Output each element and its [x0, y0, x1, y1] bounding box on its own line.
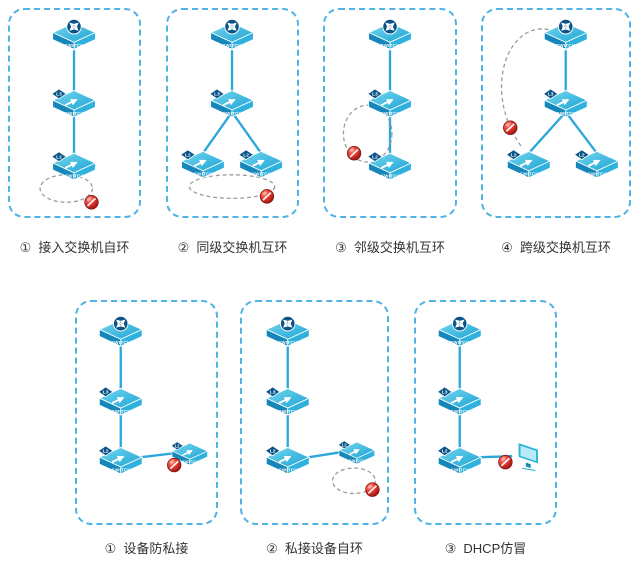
topology-dhcp-spoofing	[416, 302, 539, 523]
loop-dashed-ellipse	[188, 174, 276, 199]
caption-cross-level-loop: ④ 跨级交换机互环	[481, 237, 631, 255]
panel-same-level-loop	[166, 8, 299, 218]
caption-text: 接入交换机自环	[38, 240, 130, 255]
ies-switch-icon	[211, 19, 254, 49]
l2-switch-icon	[506, 150, 550, 178]
caption-number: ①	[104, 541, 117, 556]
forbidden-icon	[502, 119, 518, 136]
loop-dashed-ellipse	[39, 174, 94, 203]
caption-number: ④	[501, 240, 513, 255]
caption-number: ③	[335, 240, 347, 255]
caption-same-level-loop: ② 同级交换机互环	[166, 237, 299, 255]
l3-switch-icon	[543, 89, 587, 117]
panel-dhcp-spoofing	[414, 300, 557, 525]
forbidden-icon	[364, 481, 381, 498]
panel-private-device-self-loop	[240, 300, 389, 525]
ies-switch-icon	[369, 19, 412, 49]
topology-same-level-loop	[168, 10, 297, 205]
link-line	[201, 110, 234, 155]
link-line	[230, 110, 263, 155]
caption-anti-private-connection: ① 设备防私接	[75, 538, 218, 556]
caption-number: ②	[266, 541, 278, 556]
forbidden-icon	[497, 454, 514, 470]
l3-switch-icon	[368, 89, 412, 117]
link-line	[527, 110, 567, 155]
l3-switch-icon	[210, 89, 254, 117]
caption-number: ①	[19, 240, 32, 255]
ies-switch-icon	[438, 316, 481, 346]
l2-switch-icon	[574, 150, 618, 178]
ies-switch-icon	[53, 19, 96, 49]
l2-switch-icon	[239, 150, 283, 178]
caption-access-switch-self-loop: ① 接入交换机自环	[8, 237, 141, 255]
link-line	[307, 451, 342, 459]
l2-switch-icon	[52, 152, 96, 180]
ies-switch-icon	[99, 316, 142, 346]
topology-cross-level-loop	[500, 10, 629, 216]
l3-switch-icon	[98, 387, 142, 415]
caption-dhcp-spoofing: ③ DHCP仿冒	[414, 538, 557, 556]
l3-switch-icon	[52, 89, 96, 117]
l3-switch-icon	[265, 387, 309, 415]
caption-adjacent-level-loop: ③ 邻级交换机互环	[323, 237, 457, 255]
private-l2-switch-icon	[338, 441, 374, 464]
caption-text: 同级交换机互环	[196, 240, 288, 255]
caption-text: 私接设备自环	[284, 541, 363, 556]
topology-adjacent-level-loop	[342, 10, 455, 216]
topology-private-device-self-loop	[242, 302, 381, 498]
caption-number: ③	[444, 541, 457, 556]
topology-access-self-loop	[39, 10, 100, 211]
l3-switch-icon	[437, 387, 481, 415]
forbidden-icon	[166, 457, 182, 473]
link-line	[564, 110, 599, 155]
topology-anti-private-connection	[77, 302, 216, 523]
ies-switch-icon	[544, 19, 587, 49]
caption-text: DHCP仿冒	[463, 541, 527, 556]
caption-private-device-self-loop: ② 私接设备自环	[240, 538, 389, 556]
caption-number: ②	[177, 240, 190, 255]
forbidden-icon	[346, 145, 362, 161]
panel-adjacent-level-loop	[323, 8, 457, 218]
caption-text: 邻级交换机互环	[353, 240, 445, 255]
l2-switch-icon	[181, 150, 225, 178]
caption-text: 跨级交换机互环	[519, 240, 611, 255]
panel-access-switch-self-loop	[8, 8, 141, 218]
forbidden-icon	[259, 188, 275, 205]
panel-cross-level-loop	[481, 8, 631, 218]
caption-text: 设备防私接	[123, 541, 189, 556]
l2-switch-icon	[265, 446, 309, 474]
l2-switch-icon	[368, 152, 412, 180]
link-line	[139, 452, 176, 459]
l2-switch-icon	[437, 446, 481, 474]
ies-switch-icon	[266, 316, 309, 346]
pc-monitor-icon	[517, 441, 539, 472]
loop-dashed-ellipse	[342, 104, 393, 163]
l2-switch-icon	[98, 446, 142, 474]
panel-anti-private-connection	[75, 300, 218, 525]
forbidden-icon	[83, 194, 100, 211]
